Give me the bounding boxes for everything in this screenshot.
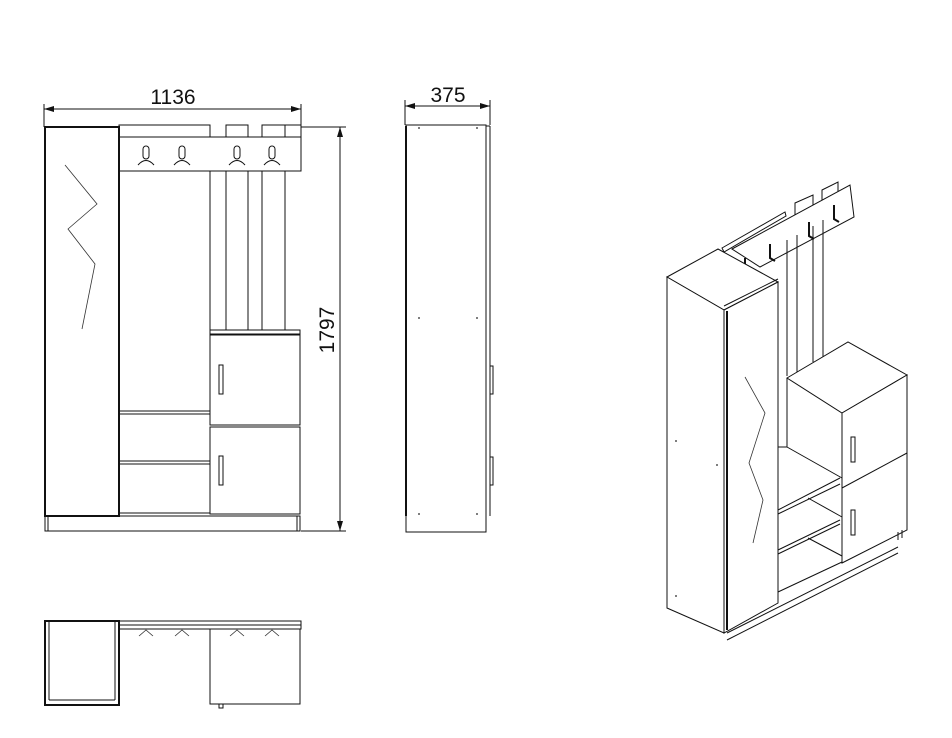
shoe-shelves: [119, 410, 210, 514]
side-view: 375: [404, 84, 494, 533]
iso-cabinet-side: [666, 276, 725, 634]
iso-shelves: [726, 378, 899, 641]
plinth: [44, 515, 301, 532]
isometric-view: [665, 181, 909, 641]
front-view: 1136 1797: [43, 86, 346, 532]
depth-dimension-label: 375: [430, 84, 465, 107]
lower-door: [209, 426, 301, 515]
door-decor-zigzag: [64, 164, 98, 330]
coat-hooks: [137, 145, 281, 166]
vertical-rails: [209, 171, 286, 330]
door-handle: [218, 455, 224, 486]
coat-hanger-board: [118, 136, 302, 172]
top-view: [44, 620, 302, 709]
height-dimension: 1797: [301, 126, 346, 532]
upper-door: [209, 334, 301, 426]
hook-chevrons: [138, 629, 280, 637]
door-handle: [218, 364, 224, 395]
width-dimension-label: 1136: [150, 86, 195, 109]
height-dimension-label: 1797: [316, 307, 339, 354]
width-dimension: 1136: [43, 86, 302, 127]
